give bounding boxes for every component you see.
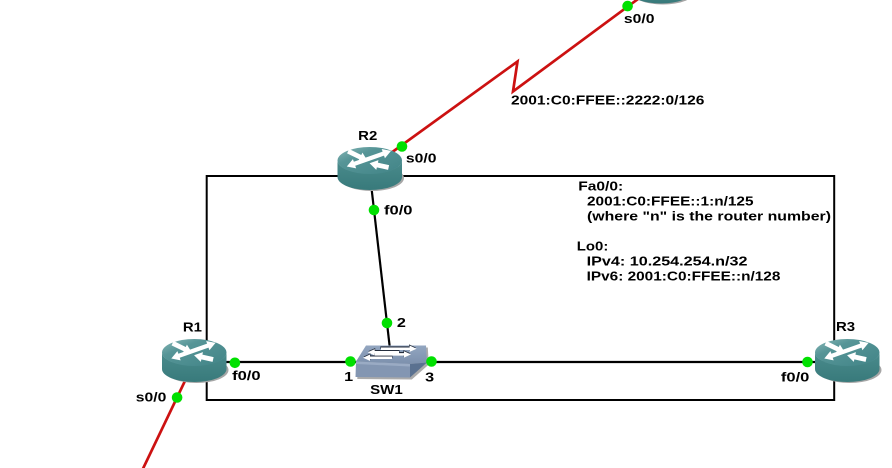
svg-text:f0/0: f0/0	[781, 370, 810, 385]
svg-text:2: 2	[397, 315, 406, 330]
svg-text:R2: R2	[358, 128, 377, 143]
svg-text:2001:C0:FFEE::2222:0/126: 2001:C0:FFEE::2222:0/126	[511, 93, 704, 108]
svg-text:2001:C0:FFEE::1:n/125: 2001:C0:FFEE::1:n/125	[587, 193, 754, 208]
svg-text:1: 1	[344, 369, 353, 384]
svg-text:s0/0: s0/0	[624, 11, 655, 26]
svg-text:R3: R3	[836, 319, 855, 334]
svg-text:R1: R1	[183, 320, 202, 335]
svg-text:3: 3	[425, 370, 434, 385]
svg-text:IPv6: 2001:C0:FFEE::n/128: IPv6: 2001:C0:FFEE::n/128	[587, 268, 781, 283]
svg-text:(where "n" is the router numbe: (where "n" is the router number)	[587, 208, 831, 223]
svg-text:SW1: SW1	[370, 382, 403, 397]
svg-text:Lo0:: Lo0:	[577, 238, 609, 253]
svg-text:f0/0: f0/0	[232, 368, 261, 383]
svg-text:f0/0: f0/0	[384, 203, 413, 218]
svg-text:IPv4: 10.254.254.n/32: IPv4: 10.254.254.n/32	[587, 253, 748, 268]
svg-text:Fa0/0:: Fa0/0:	[578, 178, 623, 193]
svg-text:s0/0: s0/0	[406, 150, 437, 165]
svg-text:s0/0: s0/0	[136, 390, 167, 405]
